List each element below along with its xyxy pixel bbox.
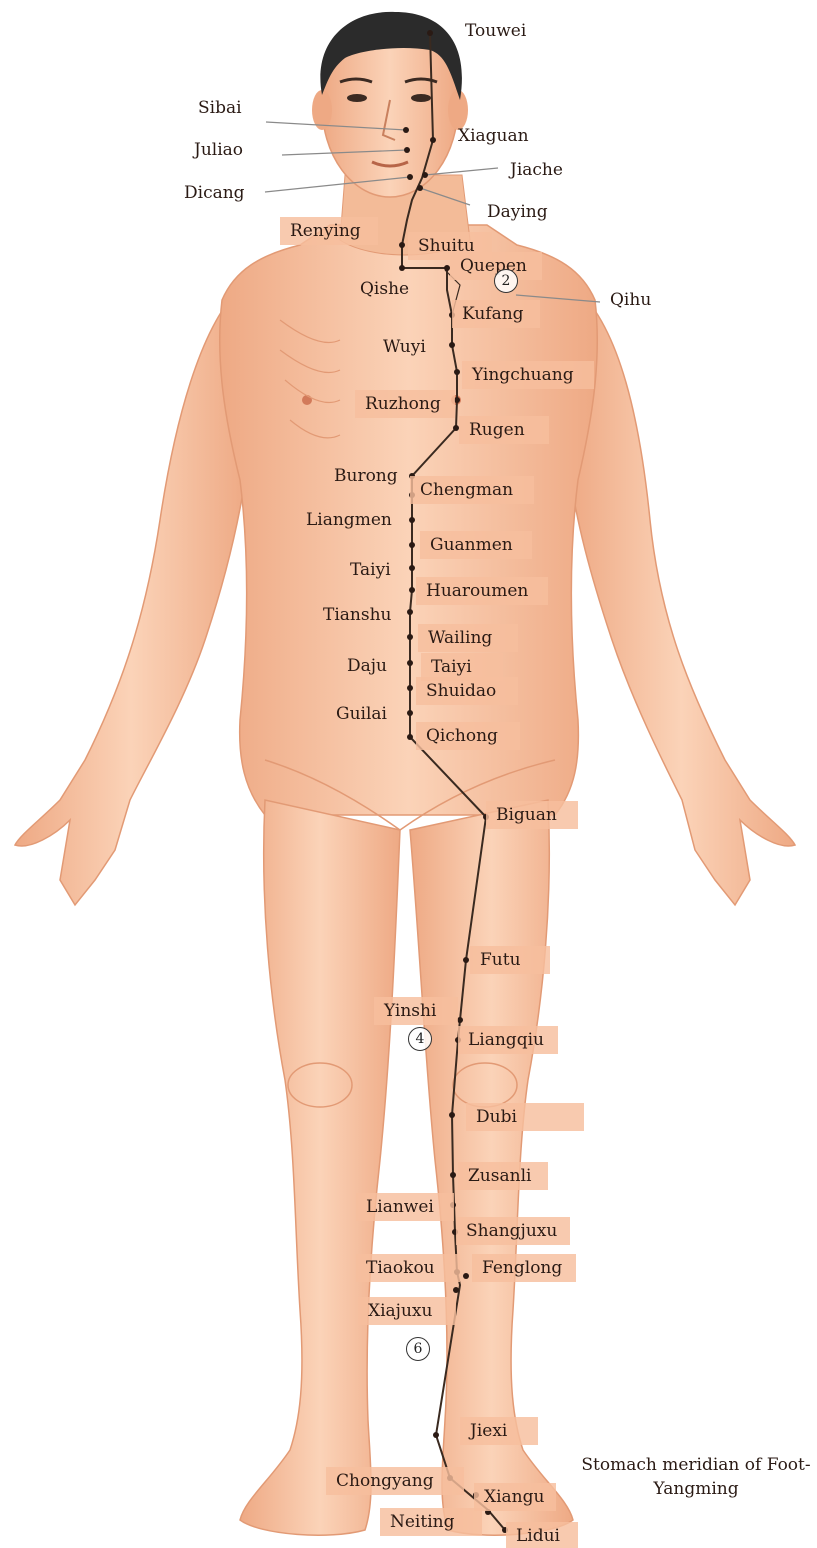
label-qichong: Qichong bbox=[416, 722, 520, 750]
left-arm bbox=[15, 290, 248, 905]
acupoint-shuidao bbox=[407, 685, 413, 691]
acupoint-futu bbox=[463, 957, 469, 963]
acupoint-daju bbox=[407, 660, 413, 666]
acupoint-touwei bbox=[427, 30, 433, 36]
label-lidui: Lidui bbox=[506, 1522, 578, 1548]
label-futu: Futu bbox=[470, 946, 550, 974]
label-xiaguan: Xiaguan bbox=[448, 122, 539, 150]
acupoint-xiaguan bbox=[430, 137, 436, 143]
label-renying: Renying bbox=[280, 217, 378, 245]
label-ruzhong: Ruzhong bbox=[355, 390, 455, 418]
label-sibai: Sibai bbox=[188, 94, 252, 122]
label-daju: Daju bbox=[337, 652, 397, 680]
label-touwei: Touwei bbox=[455, 17, 536, 45]
marker-2: 2 bbox=[494, 269, 518, 293]
label-juliao: Juliao bbox=[184, 136, 253, 164]
label-jiexi: Jiexi bbox=[460, 1417, 538, 1445]
label-guilai: Guilai bbox=[326, 700, 397, 728]
left-leg bbox=[240, 800, 400, 1535]
label-liangqiu: Liangqiu bbox=[458, 1026, 558, 1054]
right-eye bbox=[411, 94, 431, 102]
acupoint-yingchuang bbox=[454, 369, 460, 375]
label-lianwei: Lianwei bbox=[356, 1193, 454, 1221]
caption-line-2: Yangming bbox=[578, 1477, 814, 1501]
marker-6: 6 bbox=[406, 1337, 430, 1361]
acupoint-dicang bbox=[407, 174, 413, 180]
acupoint-huaroumen bbox=[409, 587, 415, 593]
acupoint-qishe bbox=[399, 265, 405, 271]
label-wuyi: Wuyi bbox=[373, 333, 436, 361]
acupoint-wuyi bbox=[449, 342, 455, 348]
label-fenglong: Fenglong bbox=[472, 1254, 576, 1282]
acupoint-tianshu bbox=[407, 609, 413, 615]
acupoint-fenglong bbox=[463, 1273, 469, 1279]
label-qihu: Qihu bbox=[600, 286, 661, 314]
label-guanmen: Guanmen bbox=[420, 531, 532, 559]
label-taiyi-1: Taiyi bbox=[340, 556, 401, 584]
label-kufang: Kufang bbox=[452, 300, 540, 328]
acupoint-juliao bbox=[404, 147, 410, 153]
label-liangmen: Liangmen bbox=[296, 506, 402, 534]
label-dubi: Dubi bbox=[466, 1103, 584, 1131]
label-huaroumen: Huaroumen bbox=[416, 577, 548, 605]
label-chongyang: Chongyang bbox=[326, 1467, 464, 1495]
label-xiangu: Xiangu bbox=[474, 1483, 556, 1511]
acupoint-guilai bbox=[407, 710, 413, 716]
caption-line-1: Stomach meridian of Foot- bbox=[578, 1453, 814, 1477]
acupoint-zusanli bbox=[450, 1172, 456, 1178]
left-eye bbox=[347, 94, 367, 102]
acupoint-taiyi bbox=[409, 565, 415, 571]
torso bbox=[220, 225, 598, 815]
diagram-caption: Stomach meridian of Foot- Yangming bbox=[578, 1453, 814, 1501]
label-yingchuang: Yingchuang bbox=[462, 361, 594, 389]
acupoint-xiajuxu bbox=[453, 1287, 459, 1293]
acupoint-wailing bbox=[407, 634, 413, 640]
label-rugen: Rugen bbox=[459, 416, 549, 444]
acupoint-qichong bbox=[407, 734, 413, 740]
label-daying: Daying bbox=[477, 198, 558, 226]
acupoint-guanmen bbox=[409, 542, 415, 548]
label-jiache: Jiache bbox=[500, 156, 573, 184]
acupoint-jiache bbox=[422, 172, 428, 178]
acupoint-dubi bbox=[449, 1112, 455, 1118]
label-tianshu: Tianshu bbox=[313, 601, 401, 629]
label-yinshi: Yinshi bbox=[374, 997, 458, 1025]
label-wailing: Wailing bbox=[418, 624, 518, 652]
right-arm bbox=[568, 290, 795, 905]
label-tiaokou: Tiaokou bbox=[356, 1254, 460, 1282]
label-xiajuxu: Xiajuxu bbox=[358, 1297, 456, 1325]
label-shuidao: Shuidao bbox=[416, 677, 518, 705]
nipple-left bbox=[302, 395, 312, 405]
label-biguan: Biguan bbox=[486, 801, 578, 829]
label-qishe: Qishe bbox=[350, 275, 419, 303]
acupoint-sibai bbox=[403, 127, 409, 133]
marker-4: 4 bbox=[408, 1027, 432, 1051]
label-shangjuxu: Shangjuxu bbox=[456, 1217, 570, 1245]
acupoint-liangmen bbox=[409, 517, 415, 523]
label-burong: Burong bbox=[324, 462, 408, 490]
label-zusanli: Zusanli bbox=[458, 1162, 548, 1190]
label-chengman: Chengman bbox=[410, 476, 534, 504]
acupoint-renying bbox=[399, 242, 405, 248]
acupoint-jiexi bbox=[433, 1432, 439, 1438]
label-dicang: Dicang bbox=[174, 179, 255, 207]
label-neiting: Neiting bbox=[380, 1508, 482, 1536]
left-ear bbox=[312, 90, 332, 130]
acupoint-daying bbox=[417, 185, 423, 191]
